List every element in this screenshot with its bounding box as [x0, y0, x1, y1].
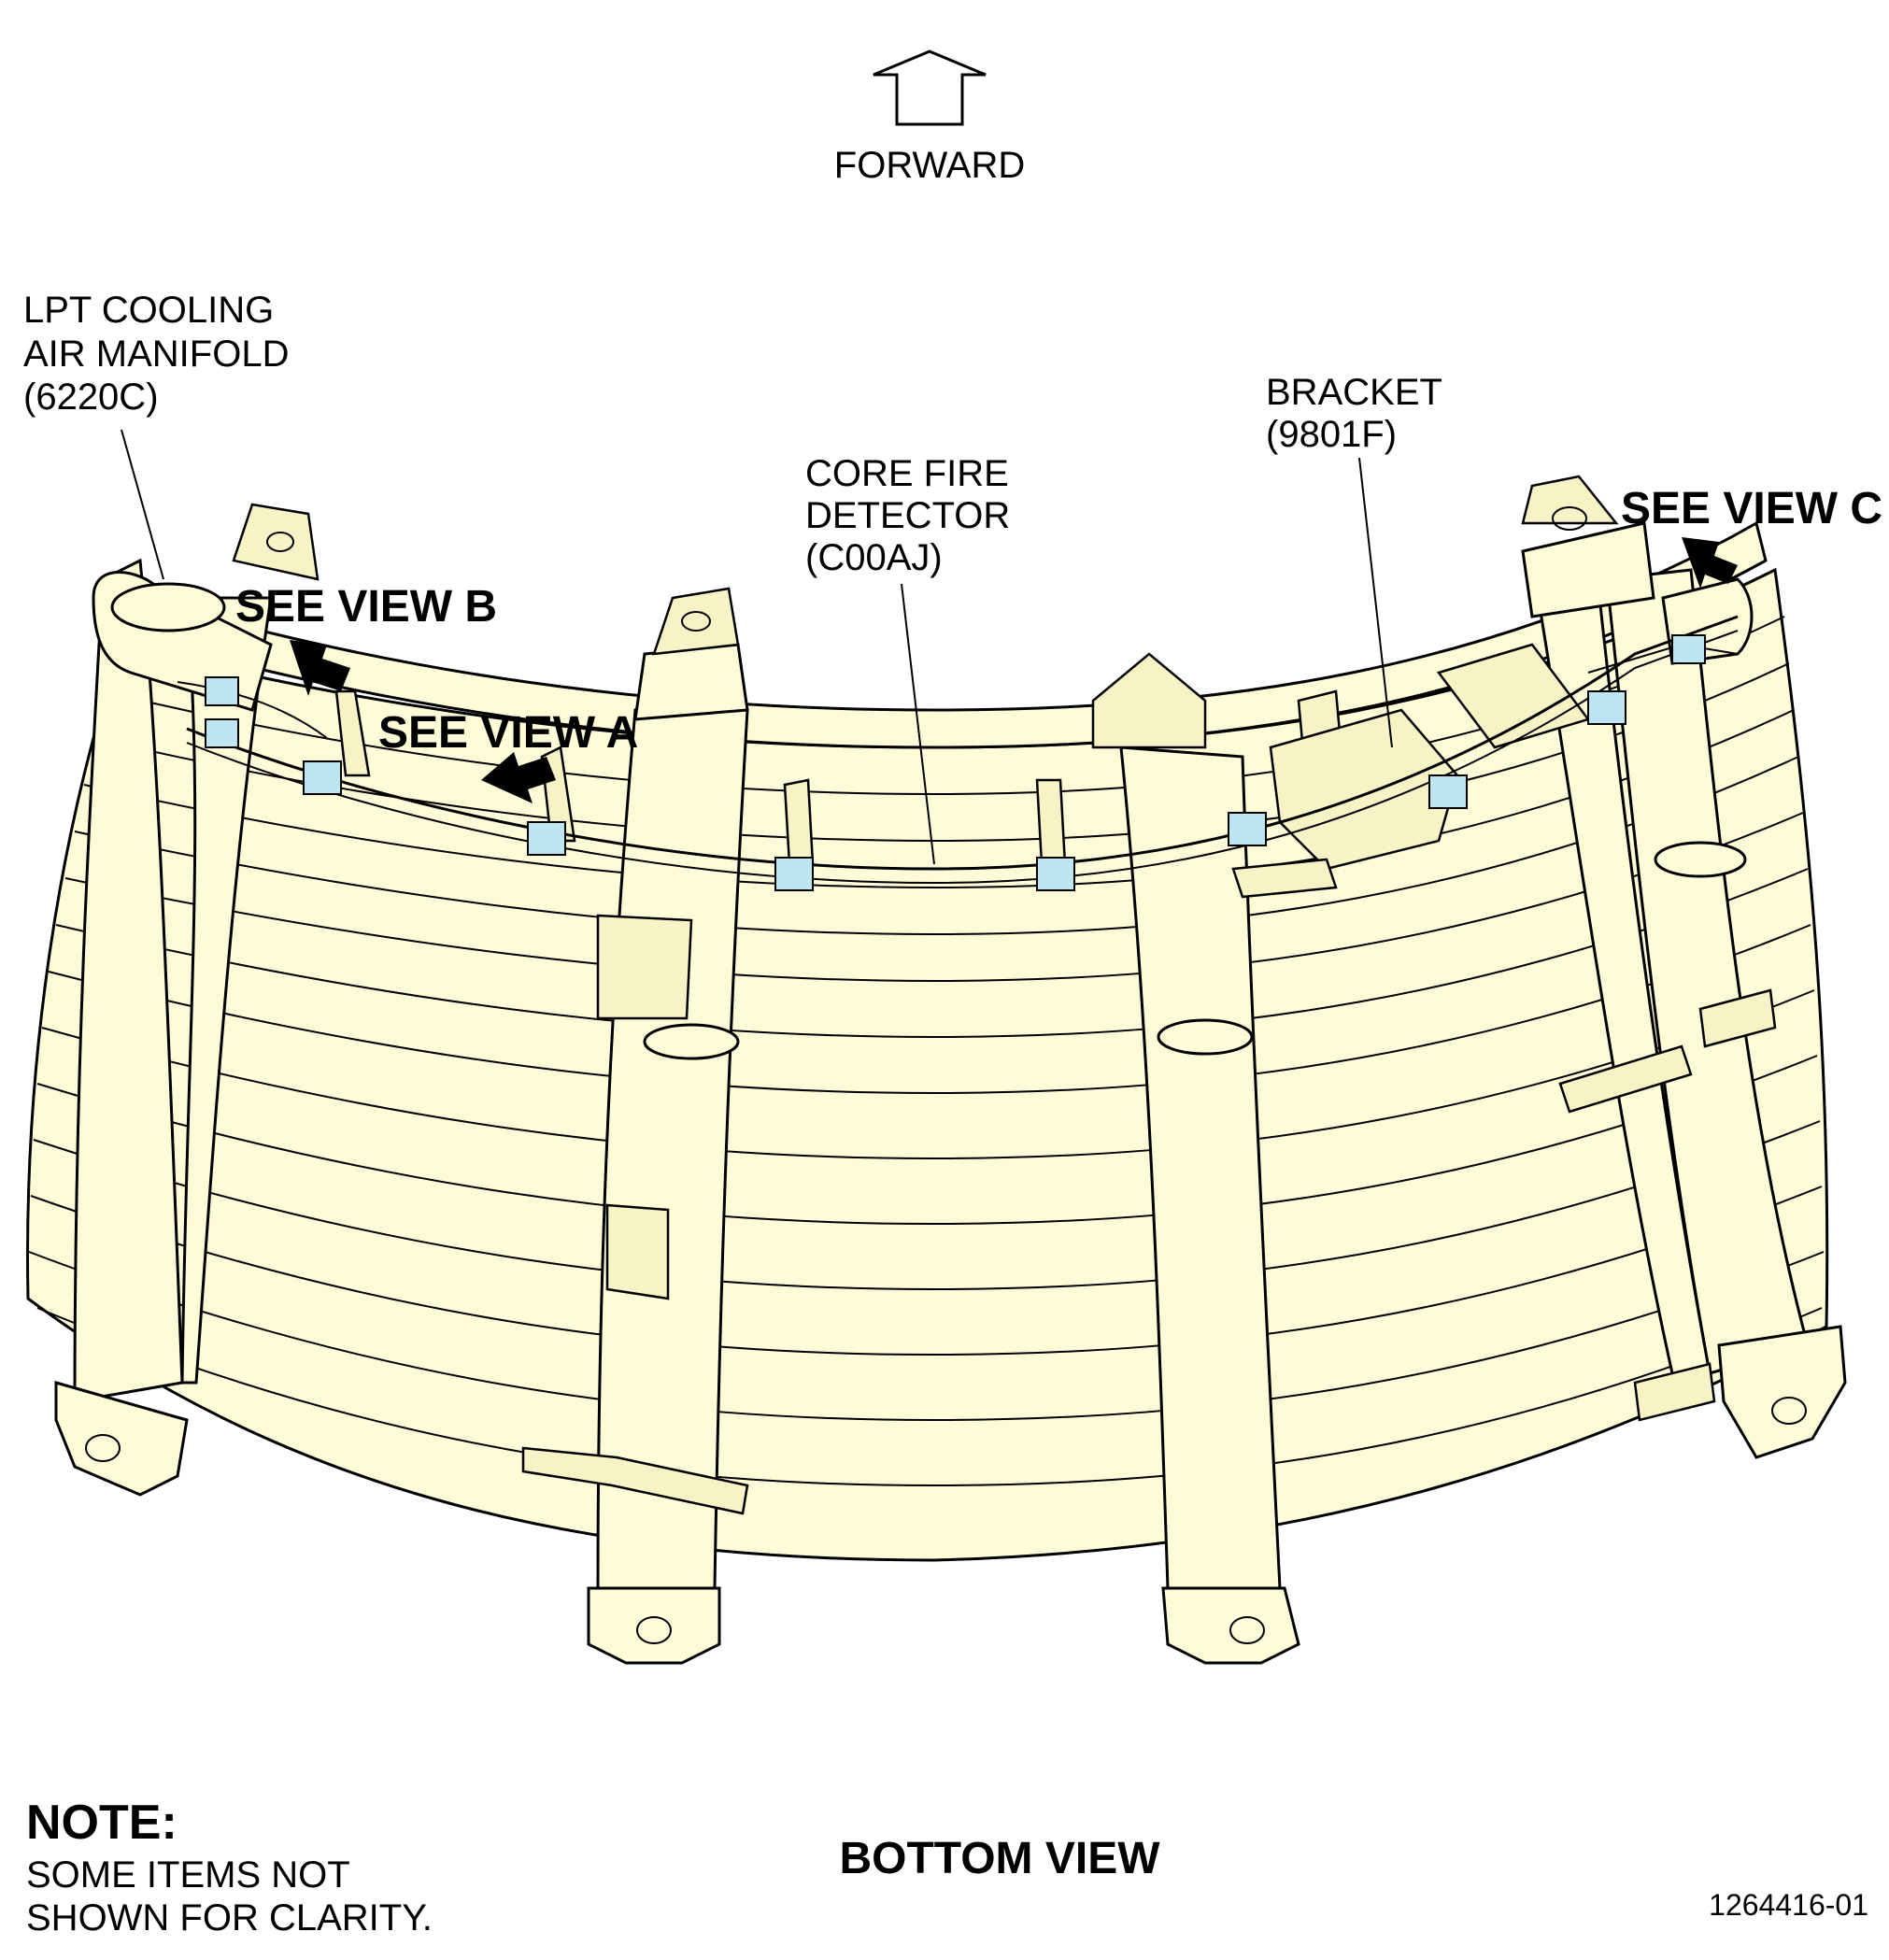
clamp-icon: [1228, 812, 1267, 846]
note-line1: SOME ITEMS NOT: [26, 1854, 350, 1896]
forward-arrow-icon: [873, 50, 987, 126]
clamp-icon: [1428, 774, 1468, 809]
lpt-manifold-label-line1: LPT COOLING: [23, 290, 274, 331]
clamp-icon: [527, 821, 566, 856]
lpt-manifold-label-line3: (6220C): [23, 376, 159, 418]
view-title: BOTTOM VIEW: [839, 1834, 1160, 1883]
view-b-arrow-icon: [290, 640, 350, 696]
leader-bracket: [1358, 457, 1393, 748]
bracket-label-line1: BRACKET: [1266, 372, 1442, 413]
manifold-tubes: [54, 475, 1847, 1665]
clamp-icon: [303, 760, 342, 795]
view-c-arrow-icon: [1682, 537, 1738, 589]
bracket-label-line2: (9801F): [1266, 414, 1397, 455]
clamp-icon: [1671, 634, 1706, 664]
leader-core-fire-detector: [901, 583, 935, 865]
clamp-icon: [205, 676, 239, 706]
bracket-plates: [334, 643, 1777, 1515]
see-view-b-label: SEE VIEW B: [235, 582, 497, 632]
note-line2: SHOWN FOR CLARITY.: [26, 1897, 433, 1939]
figure-number: 1264416-01: [1709, 1888, 1868, 1922]
clamp-icon: [1587, 690, 1626, 725]
clamp-icon: [774, 857, 814, 891]
core-fire-detector-label-line2: DETECTOR: [805, 495, 1010, 536]
forward-label: FORWARD: [834, 145, 1025, 186]
core-fire-detector-label-line1: CORE FIRE: [805, 453, 1009, 494]
detector-clamps: [205, 634, 1706, 891]
core-fire-detector-label-line3: (C00AJ): [805, 537, 943, 578]
leader-lpt-manifold: [121, 429, 164, 580]
see-view-c-label: SEE VIEW C: [1621, 484, 1882, 533]
clamp-icon: [205, 718, 239, 748]
see-view-a-label: SEE VIEW A: [378, 708, 638, 758]
note-heading: NOTE:: [26, 1796, 178, 1850]
lpt-manifold-label-line2: AIR MANIFOLD: [23, 334, 289, 375]
view-a-arrow-icon: [481, 752, 556, 803]
clamp-icon: [1036, 857, 1075, 891]
